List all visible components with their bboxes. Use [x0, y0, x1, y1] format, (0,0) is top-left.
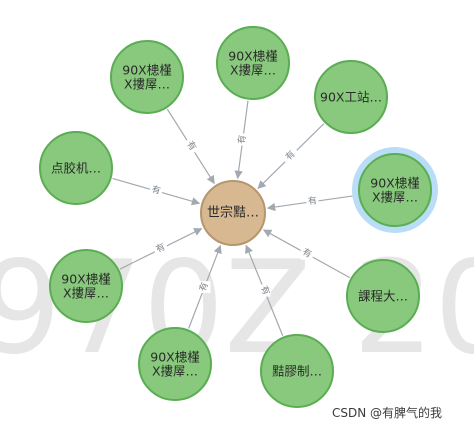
node-label: 90X槵槿 [150, 350, 199, 365]
node-right-selected[interactable]: 90X槵槿X摟屖… [352, 147, 438, 233]
node-circle [260, 334, 334, 408]
center-node-label: 世宗黠… [207, 205, 259, 221]
node-label: X摟屖… [372, 190, 418, 205]
node-label: 90X槵槿 [370, 176, 419, 191]
node-top-center[interactable]: 90X槵槿X摟屖… [216, 26, 290, 100]
edge-node-bottom-left[interactable]: 有 [119, 228, 203, 270]
edge-label-backing [154, 242, 167, 255]
node-right-lower[interactable]: 課程大… [346, 259, 420, 333]
edge-label: 有 [150, 183, 162, 197]
center-node-circle [200, 180, 266, 246]
csdn-credit: CSDN @有脾气的我 [332, 405, 442, 420]
edge-node-top-left[interactable]: 有 [166, 108, 215, 185]
edge-label: 有 [235, 134, 248, 145]
node-circle [216, 26, 290, 100]
nodes-layer: 90X槵槿X摟屖…90X槵槿X摟屖…90X工站…点胶机…90X槵槿X摟屖…90X… [39, 26, 438, 408]
node-label: 90X槵槿 [228, 49, 277, 64]
node-circle [39, 131, 113, 205]
node-label: X摟屖… [230, 63, 276, 78]
node-circle [110, 40, 184, 114]
node-label: 90X槵槿 [61, 272, 110, 287]
edge-node-right-lower[interactable]: 有 [262, 229, 351, 279]
edge-node-left[interactable]: 有 [112, 177, 201, 206]
node-circle [358, 153, 432, 227]
node-label: 点胶机… [51, 161, 101, 176]
node-circle [346, 259, 420, 333]
node-label: X摟屖… [152, 364, 198, 379]
edge-label: 有 [196, 280, 210, 293]
node-bottom-right[interactable]: 黠膠制… [260, 334, 334, 408]
edge-label-backing [306, 195, 319, 208]
node-circle [314, 60, 388, 134]
edge-label-backing [284, 150, 297, 163]
edge-label: 有 [258, 284, 273, 297]
node-top-right[interactable]: 90X工站… [314, 60, 388, 134]
edge-node-right-selected[interactable]: 有 [266, 194, 358, 212]
edge-label-backing [258, 284, 271, 297]
edge-node-bottom-center[interactable]: 有 [188, 244, 222, 329]
edge-label-backing [184, 140, 197, 153]
edges-layer: 有有有有有有有有有 [112, 100, 358, 337]
node-bottom-center[interactable]: 90X槵槿X摟屖… [138, 327, 212, 401]
edge-node-top-center[interactable]: 有 [234, 100, 249, 180]
edge-node-bottom-right[interactable]: 有 [245, 244, 284, 337]
node-left[interactable]: 点胶机… [39, 131, 113, 205]
node-label: 90X工站… [320, 90, 382, 105]
node-label: 90X槵槿 [122, 63, 171, 78]
center-node[interactable]: 世宗黠… [200, 180, 266, 246]
node-circle [138, 327, 212, 401]
edge-label-backing [300, 247, 313, 260]
edge-label-backing [149, 184, 162, 197]
edge-label: 有 [307, 194, 318, 207]
node-label: 黠膠制… [272, 364, 322, 379]
node-top-left[interactable]: 90X槵槿X摟屖… [110, 40, 184, 114]
node-label: X摟屖… [63, 286, 109, 301]
edge-label-backing [236, 133, 249, 146]
node-circle [49, 249, 123, 323]
node-label: 課程大… [358, 289, 408, 304]
edge-node-top-right[interactable]: 有 [257, 123, 325, 190]
node-label: X摟屖… [124, 77, 170, 92]
edge-label-backing [198, 281, 211, 294]
node-bottom-left[interactable]: 90X槵槿X摟屖… [49, 249, 123, 323]
